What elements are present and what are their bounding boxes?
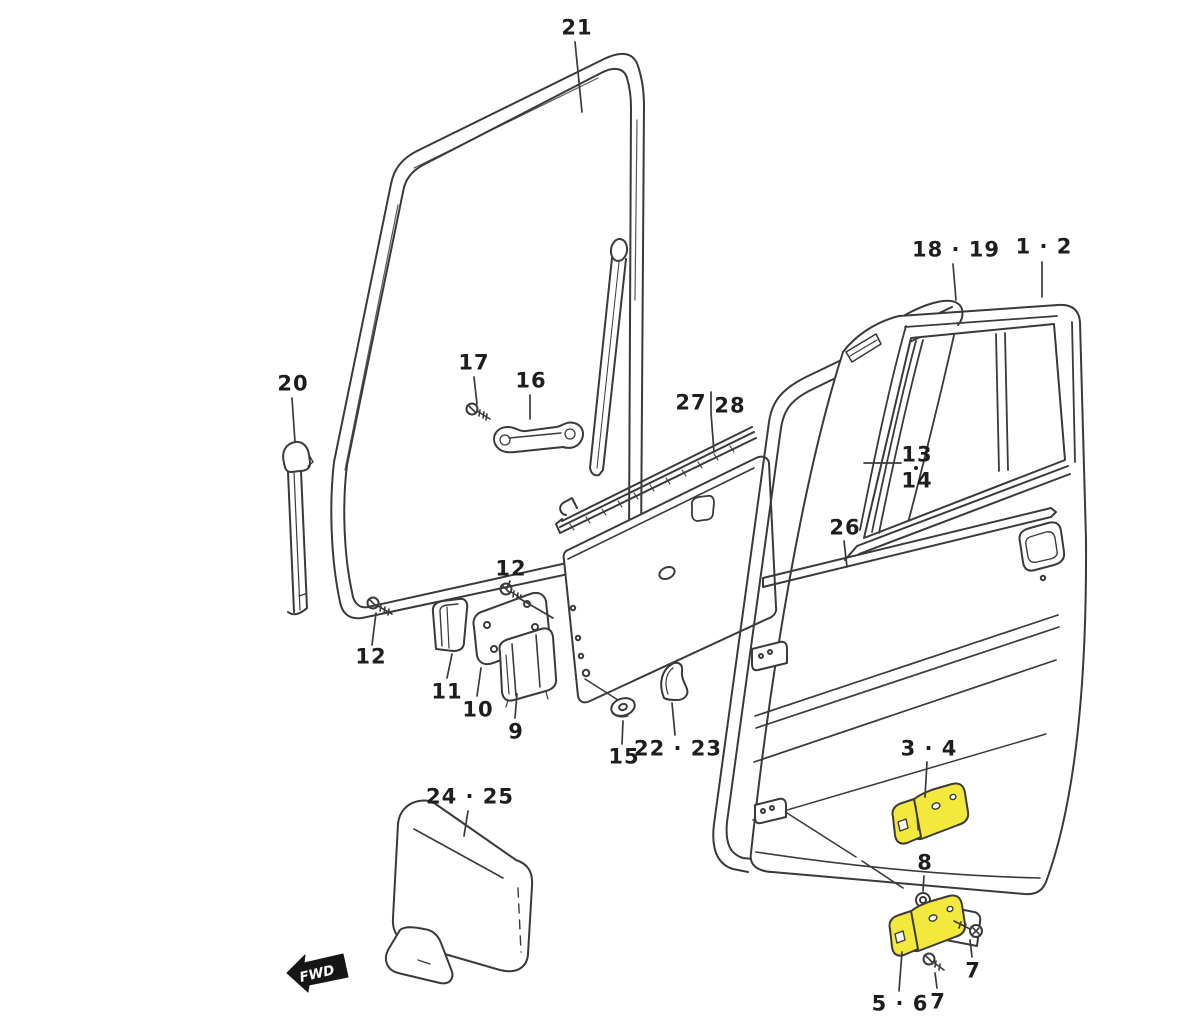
part-label-10: 10 [462, 697, 494, 722]
part-label-20: 20 [277, 371, 309, 396]
bracket-9 [498, 627, 558, 708]
part-label-9: 9 [508, 719, 524, 744]
part-label-17: 17 [458, 350, 490, 375]
part-label-7-right: 7 [965, 958, 981, 983]
screw-12-upper [499, 582, 525, 602]
front-channel-strip-20 [282, 440, 314, 616]
part-label-16: 16 [515, 368, 547, 393]
leader-lines [291, 41, 1043, 992]
lower-hinge-5-6 [888, 894, 982, 957]
part-label-15: 15 [608, 744, 640, 769]
part-label-21: 21 [561, 15, 593, 40]
part-label-27: 27 [675, 390, 707, 415]
door-shell-1-2 [749, 303, 1088, 896]
belt-molding-27-28 [555, 426, 757, 534]
part-label-24-25: 24 · 25 [425, 784, 515, 809]
part-label-13: 13 [901, 442, 933, 467]
upper-hinge-3-4 [891, 782, 970, 845]
bolt-7-right [953, 920, 983, 938]
inner-belt-strip-26 [762, 507, 1057, 588]
part-label-26: 26 [829, 515, 861, 540]
weatherstrip-corner-cap [904, 299, 964, 326]
part-label-12-lower: 12 [355, 644, 387, 669]
part-label-12-upper: 12 [495, 556, 527, 581]
fwd-arrow-icon [286, 953, 349, 993]
part-label-7-bottom: 7 [930, 989, 946, 1014]
screw-7-bottom [922, 952, 945, 971]
screw-12-lower [366, 596, 393, 616]
part-label-11: 11 [431, 679, 463, 704]
hinge-mounts [751, 640, 904, 889]
fwd-label: FWD [298, 962, 336, 986]
part-label-3-4: 3 · 4 [900, 736, 958, 761]
door-opening-seal-21 [330, 52, 645, 620]
part-label-22-23: 22 · 23 [633, 736, 723, 761]
mirror-24-25 [384, 799, 534, 985]
part-label-8: 8 [917, 850, 933, 875]
label-13-14-separator-dot [914, 466, 918, 470]
part-label-1-2: 1 · 2 [1015, 234, 1073, 259]
part-label-28: 28 [714, 393, 746, 418]
clip-22-23 [660, 661, 689, 701]
part-label-5-6: 5 · 6 [871, 991, 929, 1016]
part-label-18-19: 18 · 19 [911, 237, 1001, 262]
glass-run-rod [589, 238, 629, 477]
part-label-14: 14 [901, 468, 933, 493]
grommet-15 [610, 697, 636, 718]
assist-grip-16 [493, 421, 584, 454]
screw-17 [465, 402, 491, 421]
bracket-11 [431, 597, 469, 652]
inner-trim-panel [562, 455, 778, 704]
